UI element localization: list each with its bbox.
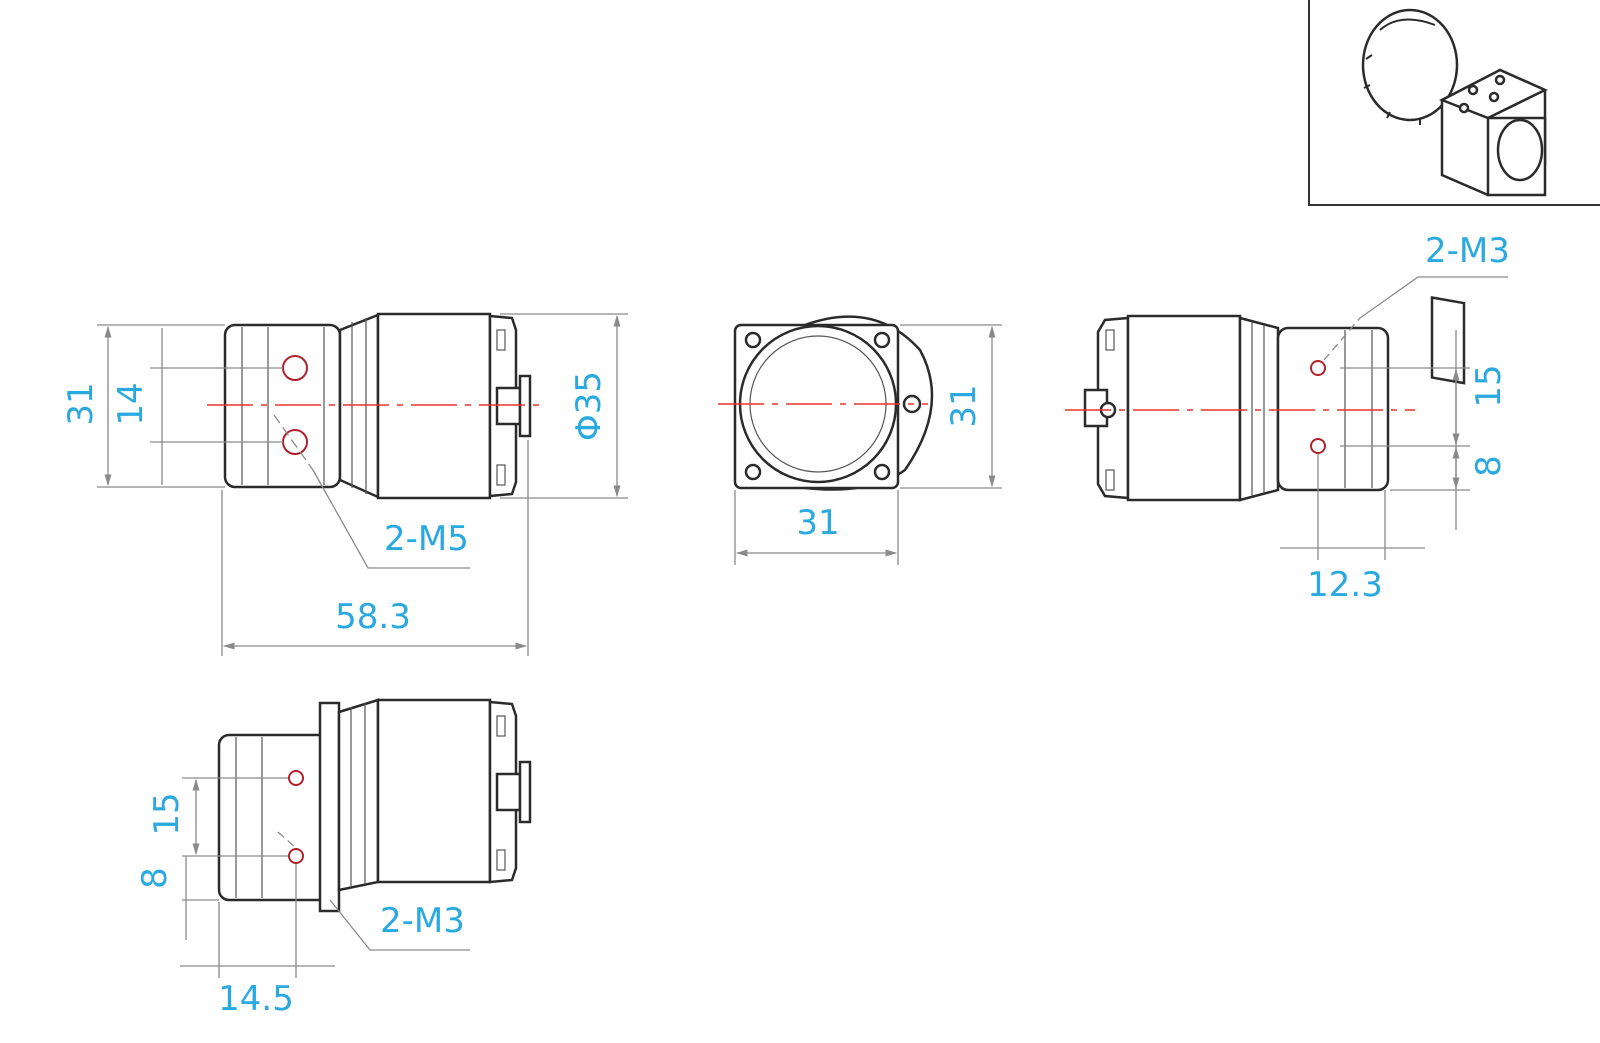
isometric-inset bbox=[1308, 0, 1600, 385]
isometric-motor-icon bbox=[1361, 8, 1548, 385]
end-view: 31 31 bbox=[718, 315, 1002, 565]
front-view-hole-top bbox=[282, 355, 308, 381]
rear-dim-12-3-label: 12.3 bbox=[1307, 565, 1383, 605]
end-dim-31-horizontal-label: 31 bbox=[796, 503, 839, 543]
end-dim-31-vertical-label: 31 bbox=[944, 384, 984, 427]
end-dim-31-vertical: 31 bbox=[900, 324, 1002, 489]
rear-view: 2-M3 15 8 12.3 bbox=[1065, 231, 1510, 605]
rear-dim-12-3: 12.3 bbox=[1280, 454, 1425, 605]
end-view-screw-tl bbox=[744, 331, 762, 349]
front-dim-14-label: 14 bbox=[111, 382, 151, 425]
front-leader-2m5-label: 2-M5 bbox=[384, 519, 469, 559]
end-dim-31-horizontal: 31 bbox=[734, 490, 899, 565]
front-dim-14: 14 bbox=[111, 328, 283, 485]
front-dim-58-3-label: 58.3 bbox=[335, 597, 411, 637]
front-dim-58-3: 58.3 bbox=[221, 440, 529, 656]
bottom-view-hole-bottom bbox=[288, 848, 304, 864]
bottom-dim-15-label: 15 bbox=[147, 792, 187, 835]
bottom-view-hole-top bbox=[288, 770, 304, 786]
front-dim-phi35: Φ35 bbox=[500, 313, 628, 499]
rear-view-hole-top bbox=[1310, 360, 1326, 376]
front-view-body bbox=[223, 312, 532, 500]
front-view: 31 14 Φ35 2-M5 58.3 bbox=[61, 312, 628, 656]
rear-dim-15: 15 bbox=[1340, 330, 1509, 530]
rear-leader-2m3-label: 2-M3 bbox=[1425, 231, 1510, 271]
bottom-view-body bbox=[217, 698, 532, 913]
front-dim-phi35-label: Φ35 bbox=[569, 371, 609, 441]
rear-view-hole-bottom bbox=[1310, 438, 1326, 454]
end-view-screw-bl bbox=[744, 463, 762, 481]
bottom-dim-14-5: 14.5 bbox=[180, 864, 335, 1019]
front-dim-31-label: 31 bbox=[61, 382, 101, 425]
rear-view-body bbox=[1083, 314, 1390, 502]
rear-dim-8: 8 bbox=[1390, 446, 1509, 491]
bottom-dim-8: 8 bbox=[135, 856, 219, 940]
bottom-leader-2m3: 2-M3 bbox=[277, 831, 470, 951]
bottom-leader-2m3-label: 2-M3 bbox=[380, 901, 465, 941]
bottom-dim-8-label: 8 bbox=[135, 867, 175, 889]
front-leader-2m5: 2-M5 bbox=[273, 414, 470, 569]
front-dim-31: 31 bbox=[61, 324, 225, 488]
bottom-view: 15 8 2-M3 14.5 bbox=[135, 698, 532, 1019]
rear-dim-15-label: 15 bbox=[1469, 364, 1509, 407]
end-view-screw-br bbox=[873, 463, 891, 481]
bottom-dim-14-5-label: 14.5 bbox=[218, 979, 294, 1019]
rear-dim-8-label: 8 bbox=[1469, 455, 1509, 477]
bottom-dim-15: 15 bbox=[147, 777, 288, 857]
end-view-screw-tr bbox=[873, 331, 891, 349]
rear-leader-2m3: 2-M3 bbox=[1323, 231, 1510, 361]
